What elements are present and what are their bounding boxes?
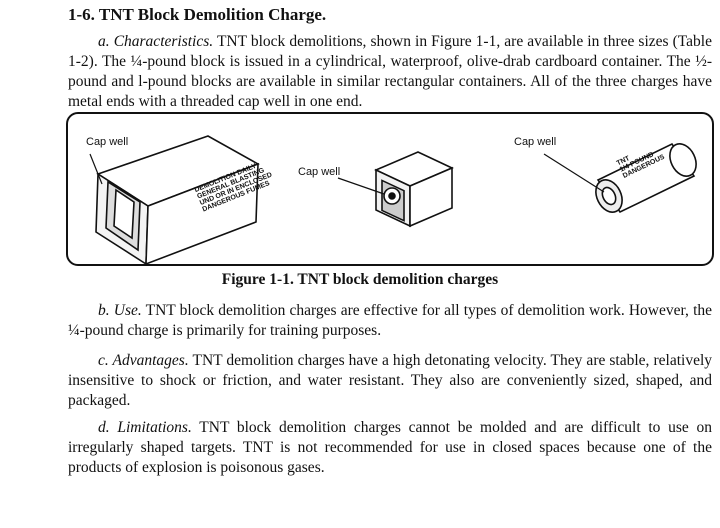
- paragraph-text: TNT block demolitions, shown in Figure 1…: [68, 33, 712, 110]
- figure-illustration: [89, 135, 697, 266]
- paragraph-label: c. Advantages.: [98, 352, 189, 369]
- section-heading: 1-6. TNT Block Demolition Charge.: [68, 5, 327, 24]
- paragraph-text: TNT demolition charges have a high deton…: [68, 352, 713, 409]
- paragraph-limitations: d. Limitations. TNT block demolition cha…: [68, 418, 712, 478]
- cap-well-callout-3: Cap well: [514, 136, 557, 148]
- cap-well-callout-1: Cap well: [86, 136, 129, 148]
- half-pound-block: [337, 151, 454, 228]
- quarter-pound-cylinder: [543, 142, 697, 214]
- paragraph-characteristics: a. Characteristics. TNT block demolition…: [68, 32, 712, 112]
- paragraph-text: TNT block demolition charges are effecti…: [68, 302, 713, 339]
- paragraph-label: a. Characteristics.: [98, 33, 214, 50]
- figure-caption: Figure 1-1. TNT block demolition charges: [221, 271, 499, 288]
- paragraph-label: b. Use.: [98, 302, 142, 319]
- figure-1-1: [66, 112, 714, 266]
- paragraph-label: d. Limitations.: [98, 419, 192, 436]
- paragraph-advantages: c. Advantages. TNT demolition charges ha…: [68, 351, 712, 411]
- cap-well-callout-2: Cap well: [298, 166, 341, 178]
- paragraph-text: TNT block demolition charges cannot be m…: [68, 419, 712, 476]
- one-pound-block: [89, 135, 260, 266]
- paragraph-use: b. Use. TNT block demolition charges are…: [68, 301, 712, 341]
